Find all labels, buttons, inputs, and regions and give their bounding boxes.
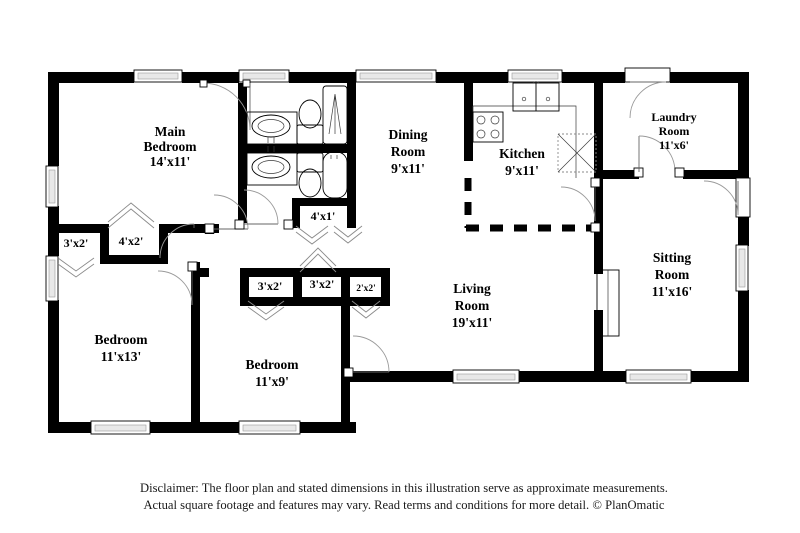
room-label-kitchen: Kitchen 9'x11' [499, 146, 545, 178]
door-bedroom-left [157, 261, 198, 306]
closet-rods [57, 202, 381, 321]
room-dimensions: 11'x13' [101, 349, 142, 364]
room-dimensions: 11'x6' [659, 138, 689, 152]
room-dimensions: 14'x11' [150, 154, 191, 169]
disclaimer-line-2: Actual square footage and features may v… [143, 498, 664, 512]
room-name-line1: Bedroom [95, 332, 149, 347]
window-bath-top [238, 69, 290, 83]
room-label-living-room: Living Room 19'x11' [452, 281, 493, 330]
kitchen-sink-icon [512, 81, 560, 112]
window-bedroom-left [45, 255, 59, 302]
range-stove-icon [472, 111, 504, 143]
bathroom-fixtures [246, 85, 348, 199]
room-label-sitting-room: Sitting Room 11'x16' [652, 250, 693, 299]
window-main-bedroom-top [133, 69, 183, 83]
shower-icon [322, 85, 348, 145]
room-name-line1: Dining [388, 127, 427, 142]
room-name-line2: Room [655, 267, 690, 282]
window-main-bedroom-left [45, 165, 59, 208]
door-kitchen-living [560, 177, 601, 233]
disclaimer: Disclaimer: The floor plan and stated di… [140, 481, 668, 512]
kitchen-partial-wall [464, 178, 598, 232]
windows [45, 69, 749, 435]
room-name-line2: Bedroom [144, 139, 198, 154]
door-sitting-exterior [703, 177, 751, 218]
dishwasher-icon [557, 133, 597, 173]
door-laundry-exterior [624, 67, 671, 119]
door-bath-lower [234, 189, 294, 230]
disclaimer-line-1: Disclaimer: The floor plan and stated di… [140, 481, 668, 495]
window-bedroom-mid-bottom [238, 420, 301, 435]
window-dining-top [355, 69, 437, 83]
window-living-room-bottom [452, 369, 520, 384]
closet-label-4x2: 4'x2' [119, 234, 144, 248]
room-dimensions: 11'x9' [255, 374, 289, 389]
fireplace-icon [596, 269, 620, 337]
room-label-bedroom-mid: Bedroom 11'x9' [246, 357, 300, 389]
room-name-line2: Room [391, 144, 426, 159]
room-name-line2: Room [659, 124, 690, 138]
room-label-laundry-room: Laundry Room 11'x6' [651, 110, 696, 152]
room-label-main-bedroom: Main Bedroom 14'x11' [144, 124, 198, 169]
room-dimensions: 11'x16' [652, 284, 693, 299]
room-labels: Main Bedroom 14'x11' Dining Room 9'x11' … [95, 110, 697, 389]
room-name-line1: Bedroom [246, 357, 300, 372]
door-laundry-sitting [633, 135, 685, 178]
room-dimensions: 9'x11' [505, 163, 539, 178]
bathtub-icon [322, 151, 348, 199]
room-name-line1: Living [453, 281, 491, 296]
room-name-line1: Sitting [653, 250, 692, 265]
door-bath-upper [199, 79, 251, 131]
room-name-line2: Room [455, 298, 490, 313]
closet-label-3x2-b: 3'x2' [258, 279, 283, 293]
window-bedroom-left-bottom [90, 420, 151, 435]
door-hall-upper [159, 223, 195, 259]
window-sitting-room-bottom [625, 369, 692, 384]
room-name-line1: Laundry [651, 110, 696, 124]
door-bedroom-mid [343, 335, 390, 378]
kitchen-fixtures [472, 81, 597, 178]
room-label-bedroom-left: Bedroom 11'x13' [95, 332, 149, 364]
closet-label-2x2: 2'x2' [356, 284, 376, 294]
window-kitchen-top [507, 69, 563, 83]
room-name-line1: Kitchen [499, 146, 545, 161]
closet-labels: 3'x2' 4'x2' 4'x1' 3'x2' 3'x2' 2'x2' [64, 209, 376, 294]
window-sitting-room-right [735, 244, 749, 292]
closet-label-3x2-c: 3'x2' [310, 277, 335, 291]
room-dimensions: 19'x11' [452, 315, 493, 330]
doors [157, 67, 751, 378]
room-name-line1: Main [155, 124, 186, 139]
room-dimensions: 9'x11' [391, 161, 425, 176]
closet-label-3x2-a: 3'x2' [64, 236, 89, 250]
closet-label-4x1: 4'x1' [311, 209, 336, 223]
room-label-dining-room: Dining Room 9'x11' [388, 127, 427, 176]
